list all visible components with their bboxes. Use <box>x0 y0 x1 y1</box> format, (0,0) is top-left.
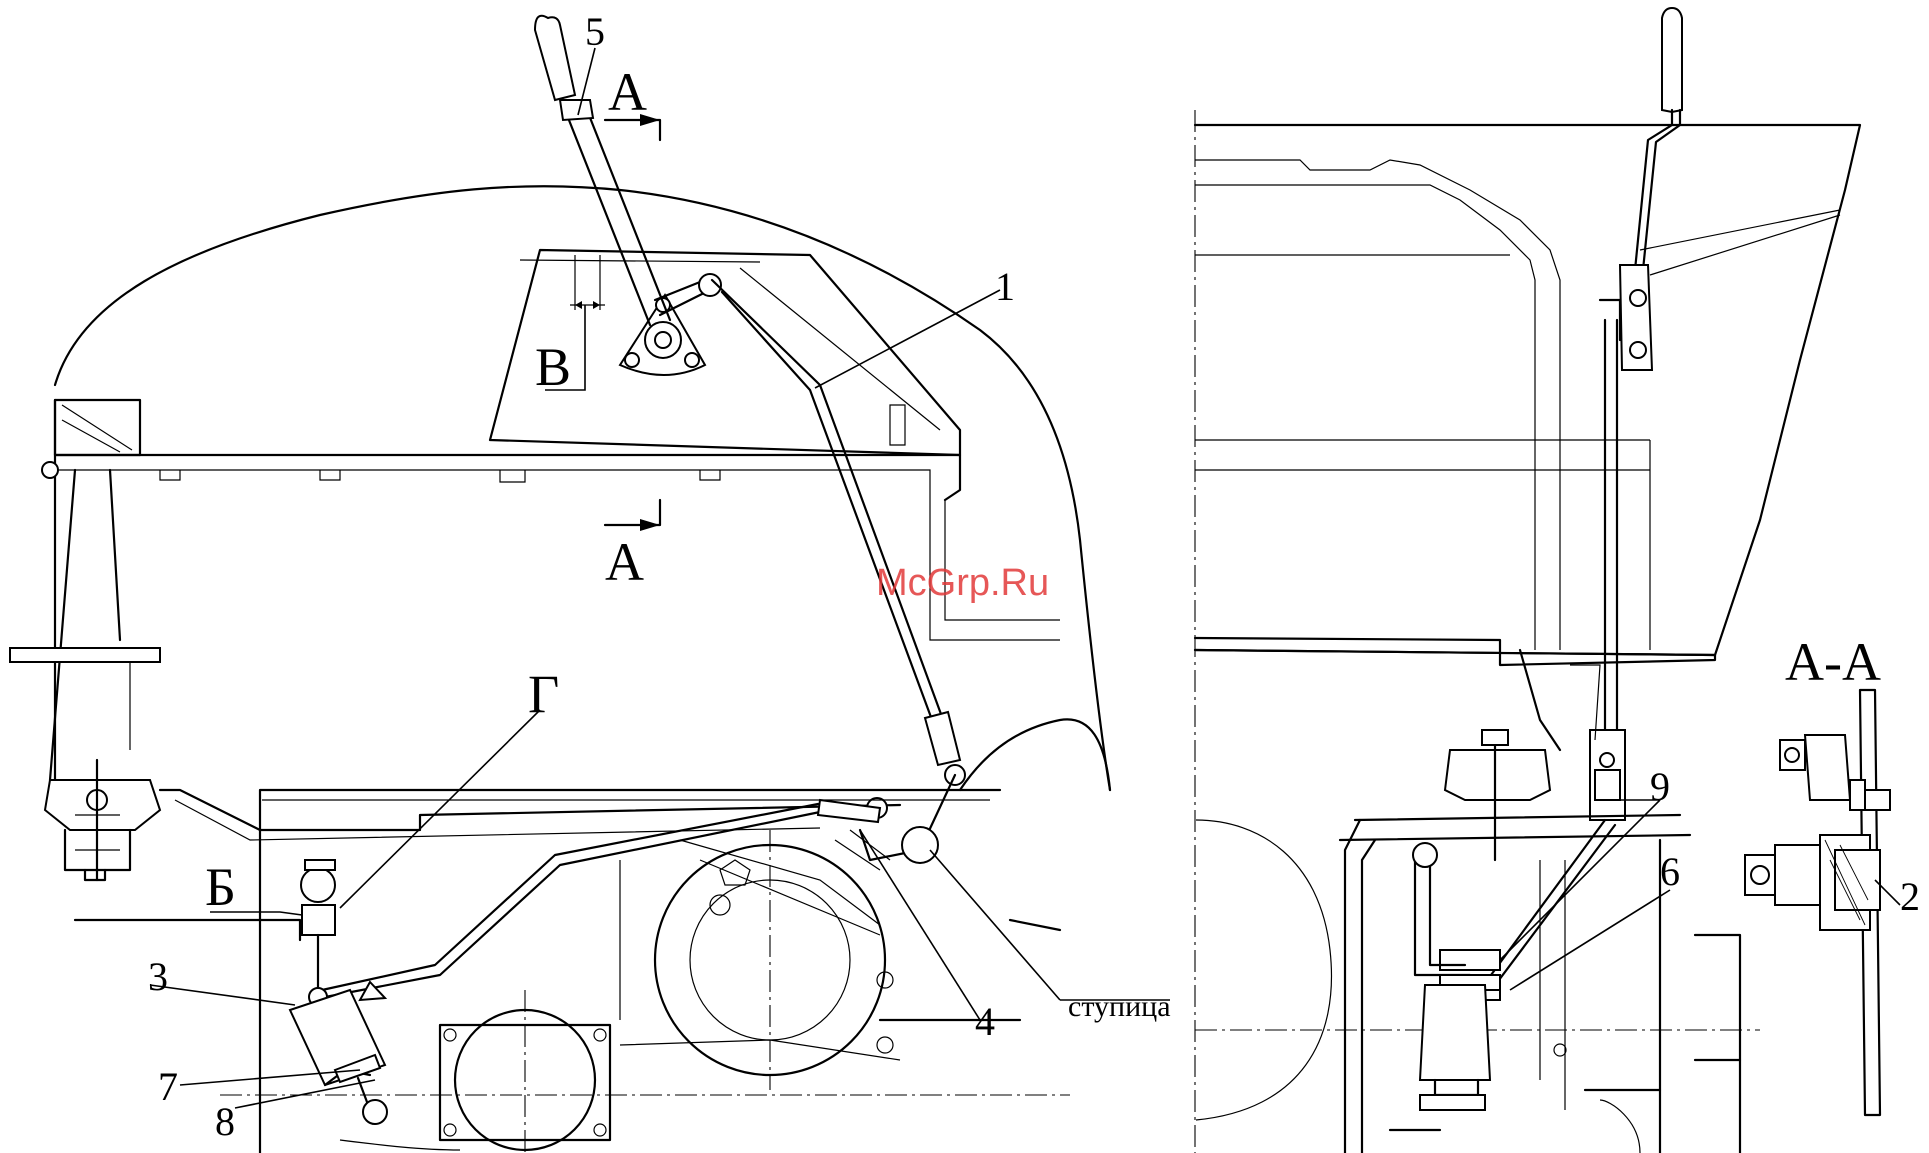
leader-5 <box>577 47 596 116</box>
right-cylinder <box>1418 984 1492 1111</box>
label-view-g: Г <box>528 664 559 724</box>
leader-g <box>339 709 541 909</box>
leader-4 <box>859 829 981 1021</box>
leader-3 <box>149 984 296 1006</box>
link-rod-4 <box>318 798 882 1002</box>
leader-7 <box>179 1069 361 1086</box>
view-v-marker <box>570 255 605 310</box>
label-view-v: В <box>535 337 571 397</box>
link-rod-1 <box>710 278 966 786</box>
leader-1 <box>814 289 1001 389</box>
label-section-a-bottom: А <box>605 532 644 592</box>
label-7: 7 <box>158 1064 178 1109</box>
label-view-b: Б <box>205 857 236 917</box>
section-line-bottom <box>603 498 662 527</box>
label-3: 3 <box>148 954 168 999</box>
label-5: 5 <box>585 9 605 54</box>
watermark: McGrp.Ru <box>876 562 1049 604</box>
leader-hub <box>929 849 1170 1001</box>
damper-cylinder-3 <box>288 988 388 1125</box>
label-section-a-top: А <box>608 62 647 122</box>
lower-link-assembly <box>300 859 336 1032</box>
right-mount <box>1195 648 1742 1153</box>
section-a-a-detail <box>1744 688 1891 1117</box>
label-4: 4 <box>975 999 995 1044</box>
label-6: 6 <box>1660 849 1680 894</box>
leader-8 <box>234 1079 376 1109</box>
section-line-top <box>603 118 662 142</box>
leader-2 <box>1874 879 1901 906</box>
label-hub: ступица <box>1068 990 1171 1023</box>
frame-upper <box>53 453 962 502</box>
leader-9 <box>1499 799 1661 961</box>
right-side-view <box>1193 6 1901 1153</box>
leader-b <box>210 911 303 916</box>
left-post <box>53 398 142 792</box>
label-section-title: А-А <box>1785 632 1881 692</box>
leader-6 <box>1509 889 1671 991</box>
centerline-v <box>524 830 771 1153</box>
frame-lower <box>73 788 902 942</box>
label-8: 8 <box>215 1099 235 1144</box>
labels: 5 А 1 В А Г Б 3 4 ступица 7 8 9 6 2 А-А <box>148 9 1920 1144</box>
left-side-view <box>9 14 1170 1153</box>
label-1: 1 <box>995 264 1015 309</box>
leader-v <box>545 305 586 391</box>
label-2: 2 <box>1900 874 1920 919</box>
hand-lever-5 <box>533 14 672 327</box>
right-lever <box>1589 6 1683 821</box>
fender-outline <box>53 185 1112 792</box>
label-9: 9 <box>1650 764 1670 809</box>
cab-body <box>1193 123 1862 657</box>
upper-housing <box>488 248 962 457</box>
